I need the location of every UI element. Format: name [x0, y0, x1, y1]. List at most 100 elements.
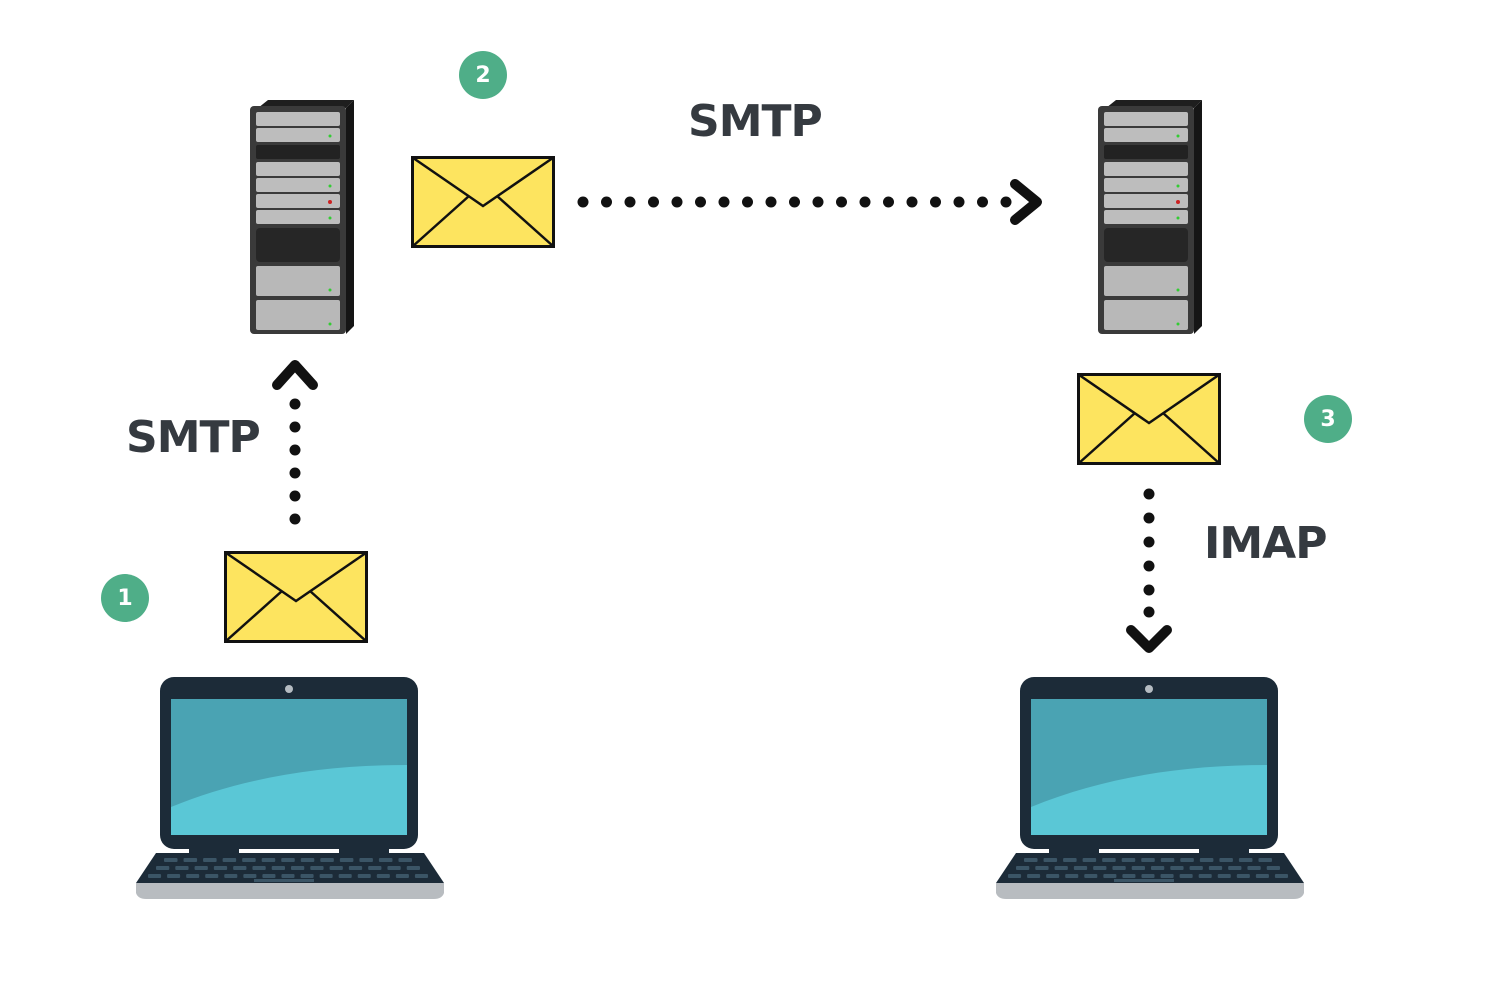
keyboard-key — [252, 866, 266, 870]
keyboard-key — [281, 874, 295, 878]
keyboard-key — [291, 866, 305, 870]
keyboard-key — [395, 874, 409, 878]
keyboard-key — [242, 858, 256, 862]
protocol-label-smtp-upload: SMTP — [126, 412, 261, 463]
keyboard-key — [262, 874, 276, 878]
keyboard-key — [1063, 858, 1077, 862]
keyboard-key — [1102, 858, 1116, 862]
keyboard-key — [1160, 858, 1175, 862]
keyboard-key — [348, 866, 363, 870]
keyboard-key — [300, 858, 315, 862]
keyboard-key — [156, 866, 170, 870]
keyboard-key — [1103, 874, 1117, 878]
keyboard-key — [338, 874, 352, 878]
keyboard-key — [1151, 866, 1165, 870]
keyboard-key — [1198, 874, 1212, 878]
arrow-dot — [601, 196, 612, 208]
keyboard-key — [243, 874, 257, 878]
keyboard-key — [1160, 874, 1174, 878]
arrow-dot — [977, 196, 988, 208]
arrow-dot — [953, 196, 965, 208]
keyboard-key — [213, 866, 228, 870]
keyboard-key — [194, 866, 208, 870]
sender-laptop-icon — [136, 677, 444, 899]
keyboard-key — [1236, 874, 1250, 878]
keyboard-key — [310, 866, 324, 870]
keyboard-key — [261, 858, 276, 862]
keyboard-key — [167, 874, 181, 878]
keyboard-key — [1217, 874, 1231, 878]
keyboard-key — [1247, 866, 1261, 870]
arrow-dot — [695, 196, 706, 208]
keyboard-key — [224, 874, 238, 878]
keyboard-key — [1141, 874, 1155, 878]
keyboard-key — [1180, 858, 1194, 862]
arrow-dot — [742, 196, 753, 208]
step-number: 3 — [1320, 406, 1336, 432]
arrow-dot — [906, 196, 918, 208]
keyboard-key — [1122, 874, 1136, 878]
recipient-server-icon — [1098, 100, 1202, 334]
keyboard-key — [1024, 858, 1038, 862]
keyboard-key — [1141, 858, 1155, 862]
keyboard-key — [183, 858, 198, 862]
keyboard-key — [300, 874, 314, 878]
spacebar — [1114, 879, 1174, 882]
arrow-dot — [883, 196, 894, 208]
arrow-dot — [765, 196, 777, 208]
keyboard-key — [406, 866, 420, 870]
keyboard-key — [368, 866, 382, 870]
arrow-dot — [648, 196, 659, 208]
envelope-icon-step-1 — [224, 551, 368, 643]
keyboard-key — [1199, 858, 1214, 862]
arrow-dot — [930, 196, 941, 208]
spacebar — [254, 879, 314, 882]
arrow-up-smtp — [272, 360, 318, 525]
keyboard-key — [281, 858, 295, 862]
arrow-dot — [718, 196, 730, 208]
keyboard-key — [1266, 866, 1280, 870]
keyboard-key — [1238, 858, 1253, 862]
keyboard-key — [376, 874, 390, 878]
keyboard-key — [175, 866, 189, 870]
keyboard-key — [1043, 858, 1058, 862]
step-badge-1: 1 — [101, 574, 149, 622]
keyboard-key — [387, 866, 401, 870]
keyboard-key — [1189, 866, 1203, 870]
keyboard-key — [319, 874, 333, 878]
arrow-dot — [577, 196, 589, 208]
keyboard-key — [271, 866, 285, 870]
keyboard-key — [1121, 858, 1136, 862]
keyboard-key — [357, 874, 371, 878]
keyboard-key — [414, 874, 428, 878]
arrow-dot — [836, 196, 847, 208]
keyboard-key — [1054, 866, 1068, 870]
arrow-dot — [859, 196, 871, 208]
keyboard-key — [339, 858, 354, 862]
arrow-down-imap — [1126, 488, 1172, 653]
keyboard-key — [1112, 866, 1126, 870]
protocol-label-imap: IMAP — [1204, 518, 1327, 569]
envelope-icon-step-2 — [411, 156, 555, 248]
step-number: 2 — [475, 62, 491, 88]
keyboard-key — [359, 858, 373, 862]
keyboard-key — [203, 858, 217, 862]
keyboard-key — [1093, 866, 1107, 870]
keyboard-key — [1016, 866, 1030, 870]
keyboard-key — [1027, 874, 1041, 878]
keyboard-key — [1179, 874, 1193, 878]
keyboard-key — [378, 858, 393, 862]
step-badge-2: 2 — [459, 51, 507, 99]
arrow-dot — [624, 196, 636, 208]
keyboard-key — [1258, 858, 1272, 862]
keyboard-key — [1208, 866, 1223, 870]
recipient-laptop-icon — [996, 677, 1304, 899]
keyboard-key — [1046, 874, 1060, 878]
sender-server-icon — [250, 100, 354, 334]
keyboard-key — [1219, 858, 1233, 862]
keyboard-key — [1065, 874, 1079, 878]
keyboard-key — [233, 866, 247, 870]
keyboard-key — [1255, 874, 1269, 878]
keyboard-key — [222, 858, 237, 862]
keyboard-key — [1084, 874, 1098, 878]
